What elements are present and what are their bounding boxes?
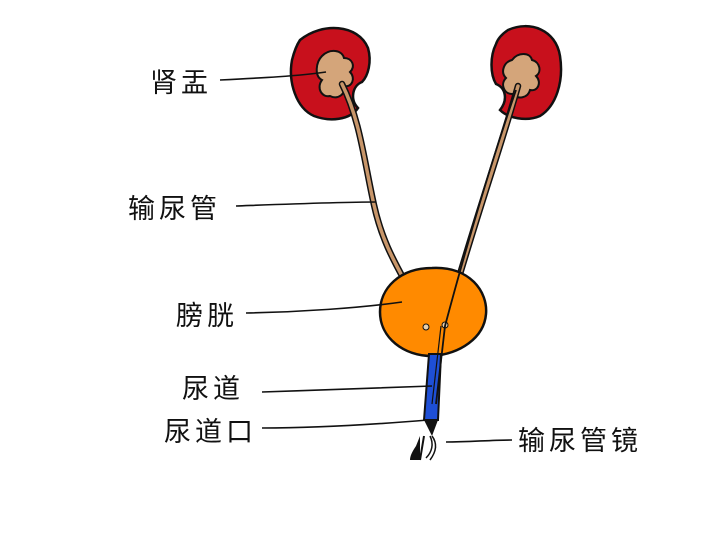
- label-renal-pelvis: 肾盂: [150, 68, 212, 99]
- label-urethra: 尿道: [182, 374, 244, 405]
- leader-bladder: [245, 301, 403, 314]
- leader-ureteroscope: [445, 439, 513, 443]
- leader-urethral-orifice: [261, 419, 429, 429]
- label-urethral-orifice: 尿道口: [164, 417, 257, 448]
- left-kidney: [289, 26, 371, 121]
- leader-ureter: [235, 201, 377, 207]
- label-bladder: 膀胱: [176, 301, 238, 332]
- leader-urethra: [261, 385, 433, 393]
- ureteroscope-shaft: [435, 89, 517, 405]
- label-ureteroscope: 输尿管镜: [518, 426, 642, 457]
- right-kidney: [490, 25, 563, 121]
- leader-renal-pelvis: [219, 71, 327, 81]
- label-ureter: 输尿管: [128, 194, 221, 225]
- left-ureteric-orifice: [422, 323, 430, 331]
- ureteroscope-handle: [410, 420, 438, 461]
- ureteroscope-shaft-inner: [431, 325, 442, 405]
- bladder: [378, 266, 488, 358]
